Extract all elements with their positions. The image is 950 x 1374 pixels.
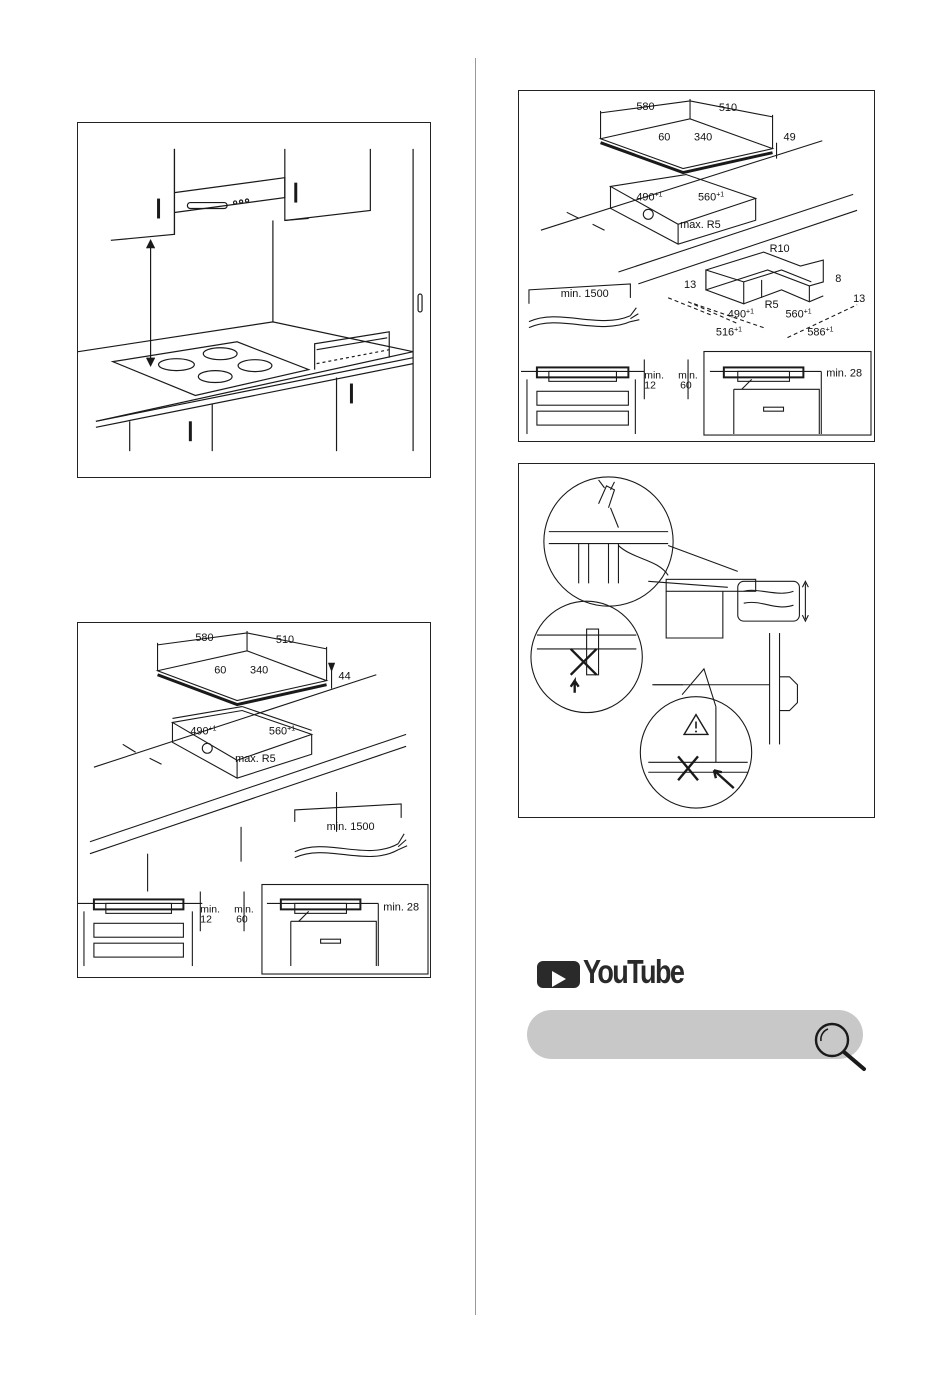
warning-icon <box>519 464 874 817</box>
search-icon[interactable] <box>806 1015 871 1075</box>
figure-cutout-dimensions: 580 510 60 340 44 490+1 560+1 max. R5 mi… <box>77 622 431 978</box>
youtube-wordmark: YouTube <box>583 953 683 991</box>
search-input[interactable] <box>549 1022 803 1048</box>
figure-sealing-detail <box>518 463 875 818</box>
play-icon <box>537 961 580 988</box>
kitchen-illustration <box>78 123 430 477</box>
figure-kitchen-clearance <box>77 122 431 478</box>
figure-cutout-frame-dimensions: 580 510 60 340 49 490+1 560+1 max. R5 R1… <box>518 90 875 442</box>
frame-cutout-illustration <box>519 91 874 441</box>
column-divider <box>475 58 476 1315</box>
cutout-illustration <box>78 623 430 977</box>
